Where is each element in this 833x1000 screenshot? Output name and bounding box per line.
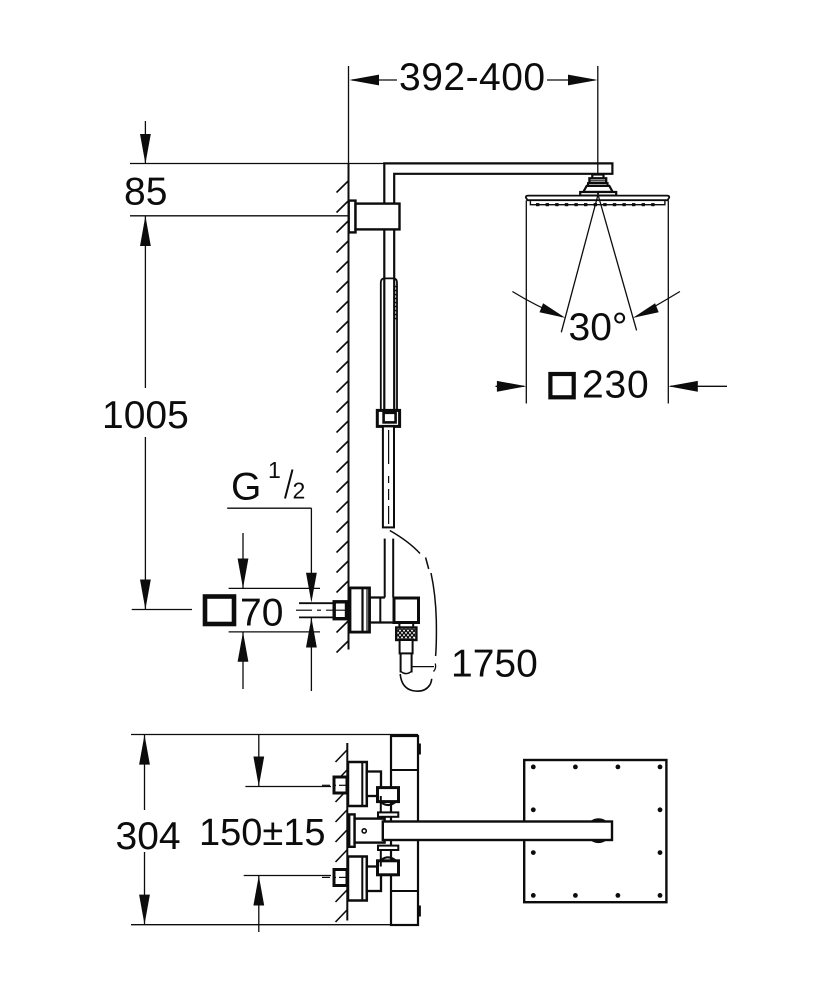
svg-text:70: 70 (240, 592, 283, 635)
svg-text:1005: 1005 (102, 394, 189, 437)
svg-text:1750: 1750 (451, 643, 538, 686)
svg-text:G: G (231, 466, 261, 509)
svg-text:30°: 30° (569, 306, 628, 349)
svg-text:1: 1 (268, 457, 281, 483)
svg-text:230: 230 (582, 364, 649, 407)
svg-text:304: 304 (116, 815, 181, 858)
svg-text:2: 2 (293, 478, 306, 504)
svg-text:392-400: 392-400 (399, 56, 546, 99)
svg-text:85: 85 (124, 171, 167, 214)
svg-text:150±15: 150±15 (199, 812, 326, 854)
